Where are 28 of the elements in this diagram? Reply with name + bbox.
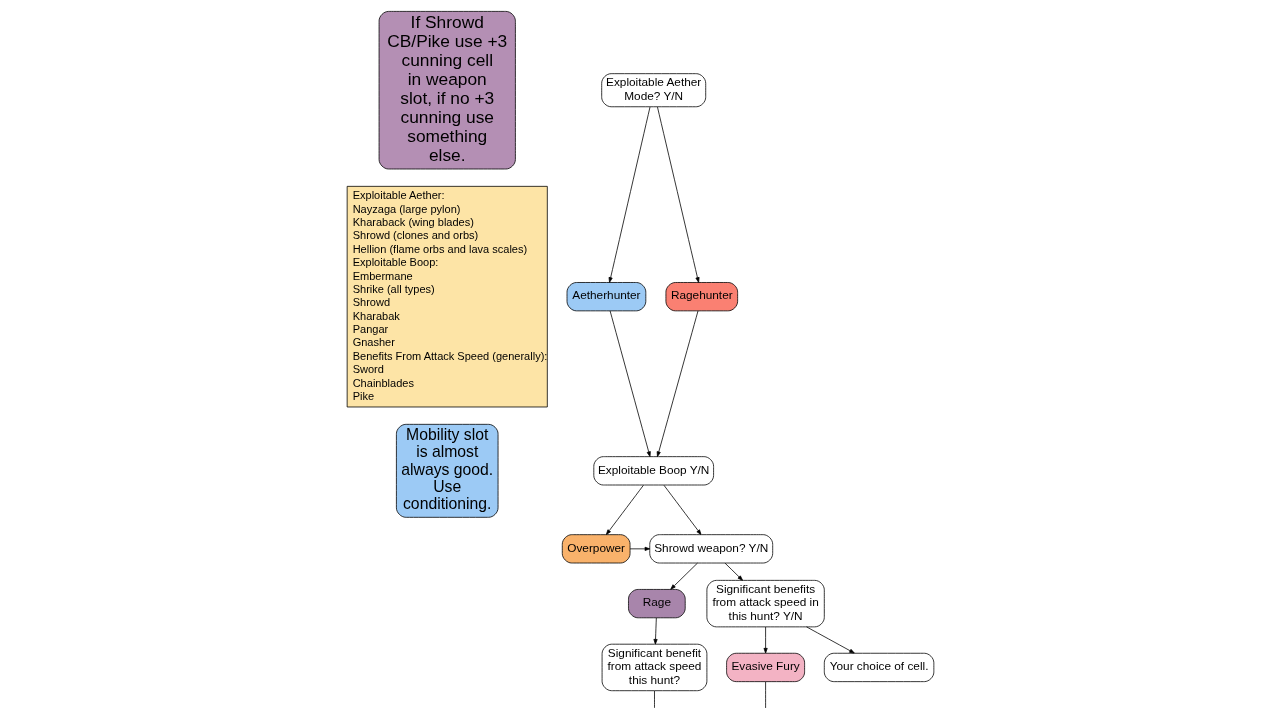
- connector: [764, 681, 766, 709]
- arrow: [608, 106, 650, 283]
- arrow: [724, 562, 743, 581]
- node-box: Exploitable Aether Mode? Y/N: [600, 73, 706, 108]
- arrow: [669, 562, 698, 590]
- arrow: [605, 484, 644, 535]
- node-box: Overpower: [561, 534, 630, 564]
- node-box: Rage: [627, 589, 686, 619]
- node-box: Exploitable Boop Y/N: [592, 456, 714, 486]
- node-box: Evasive Fury: [725, 652, 805, 683]
- node-box: Significant benefit from attack speed this hunt?: [601, 643, 707, 692]
- node-box: Ragehunter: [665, 282, 738, 312]
- arrow: [663, 484, 701, 535]
- node-box: Aetherhunter: [566, 282, 646, 312]
- arrow: [629, 546, 650, 551]
- arrow: [656, 106, 699, 283]
- arrow: [656, 310, 698, 457]
- node-box: If Shrowd CB/Pike use +3 cunning cell in weapon slot, if no +3 cunning use something else.: [378, 11, 516, 170]
- node-box: Shrowd weapon? Y/N: [648, 534, 773, 564]
- arrow: [652, 617, 658, 645]
- arrow: [609, 310, 651, 457]
- arrow: [805, 626, 855, 654]
- node-box: Mobility slot is almost always good. Use conditioning.: [395, 423, 498, 518]
- node-box: Your choice of cell.: [823, 652, 934, 683]
- arrow: [763, 626, 768, 654]
- node-box: Exploitable Aether: Nayzaga (large pylon) Kharaback (wing blades) Shrowd (clones and orbs) Hellion (flame orbs and lava scales) Exploitable Boop: Embermane Shrike (all types) Shrowd Kharabak Pangar Gnasher Benefits From Attack Speed (generally): Sword Chainblades Pike: [346, 185, 548, 408]
- node-box: Significant benefits from attack speed in this hunt? Y/N: [706, 579, 825, 628]
- connector: [653, 690, 655, 709]
